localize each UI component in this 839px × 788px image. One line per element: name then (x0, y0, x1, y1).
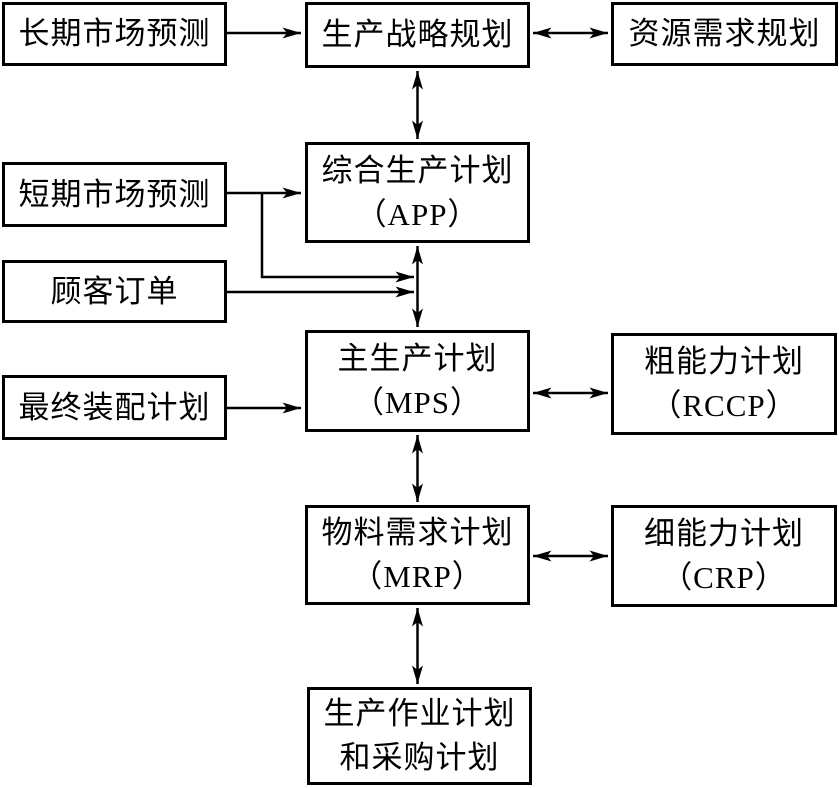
node-sublabel: （RCCP） (650, 388, 798, 423)
node-aggregate-production-planning: 综合生产计划 （APP） (305, 142, 530, 243)
node-label: 资源需求规划 (628, 16, 821, 51)
node-sublabel: （MPS） (352, 385, 483, 420)
node-label: 粗能力计划 (644, 344, 804, 379)
node-label: 短期市场预测 (18, 176, 211, 212)
node-customer-orders: 顾客订单 (2, 260, 227, 323)
node-resource-requirements-planning: 资源需求规划 (611, 2, 838, 66)
node-label: 顾客订单 (50, 273, 179, 309)
node-capacity-requirements-planning: 细能力计划 （CRP） (611, 505, 837, 607)
node-production-strategy-planning: 生产战略规划 (305, 2, 530, 68)
node-rough-cut-capacity-planning: 粗能力计划 （RCCP） (611, 333, 837, 435)
node-sublabel: （MRP） (351, 559, 484, 594)
node-long-term-market-forecast: 长期市场预测 (2, 2, 227, 66)
node-label: 长期市场预测 (18, 16, 211, 51)
node-sublabel: 和采购计划 (339, 740, 500, 775)
node-production-operations-and-procurement-plan: 生产作业计划 和采购计划 (307, 687, 532, 785)
node-label: 主生产计划 (337, 341, 498, 376)
node-label: 最终装配计划 (18, 389, 211, 425)
node-sublabel: （APP） (355, 196, 480, 232)
node-material-requirements-planning: 物料需求计划 （MRP） (305, 505, 530, 605)
node-label: 细能力计划 (644, 516, 804, 551)
node-sublabel: （CRP） (661, 560, 787, 595)
node-label: 物料需求计划 (321, 515, 514, 550)
node-master-production-schedule: 主生产计划 （MPS） (305, 330, 530, 432)
node-final-assembly-schedule: 最终装配计划 (2, 375, 227, 440)
node-label: 生产作业计划 (323, 696, 516, 731)
node-short-term-market-forecast: 短期市场预测 (2, 162, 227, 227)
node-label: 综合生产计划 (321, 152, 514, 188)
node-label: 生产战略规划 (321, 17, 514, 52)
